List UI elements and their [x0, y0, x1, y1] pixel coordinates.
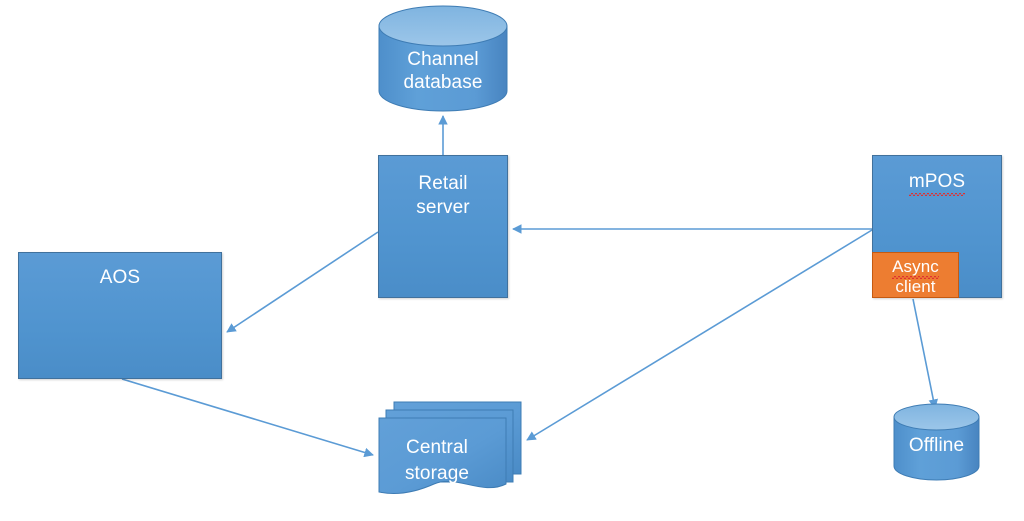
node-label-async-client-line2: client — [895, 277, 936, 296]
node-retail-server[interactable]: Retail server — [378, 155, 508, 298]
node-offline[interactable]: Offline — [893, 403, 980, 481]
node-label-retail-server-line2: server — [416, 197, 470, 218]
connector-mpos-to-central-storage — [526, 229, 873, 441]
connector-aos-to-central-storage — [121, 378, 374, 458]
stacked-documents-shape — [378, 401, 522, 495]
cylinder-shape — [893, 403, 980, 481]
node-label-retail-server-line1: Retail — [418, 173, 468, 194]
connector-async-client-to-offline — [912, 298, 938, 409]
node-mpos[interactable]: mPOS Async client — [872, 155, 1002, 298]
node-channel-database[interactable]: Channel database — [378, 5, 508, 112]
node-label-mpos-text: mPOS — [908, 171, 966, 196]
node-async-client[interactable]: Async client — [872, 252, 959, 298]
node-label-async-client-line1: Async — [873, 256, 958, 279]
cylinder-shape — [378, 5, 508, 112]
node-label-mpos: mPOS — [873, 170, 1001, 196]
node-label-async-client-text: Async — [892, 257, 939, 279]
node-label-aos: AOS — [99, 267, 141, 288]
node-aos[interactable]: AOS — [18, 252, 222, 379]
connector-retail-server-to-aos — [226, 231, 379, 333]
node-central-storage[interactable]: Central storage — [378, 400, 524, 500]
